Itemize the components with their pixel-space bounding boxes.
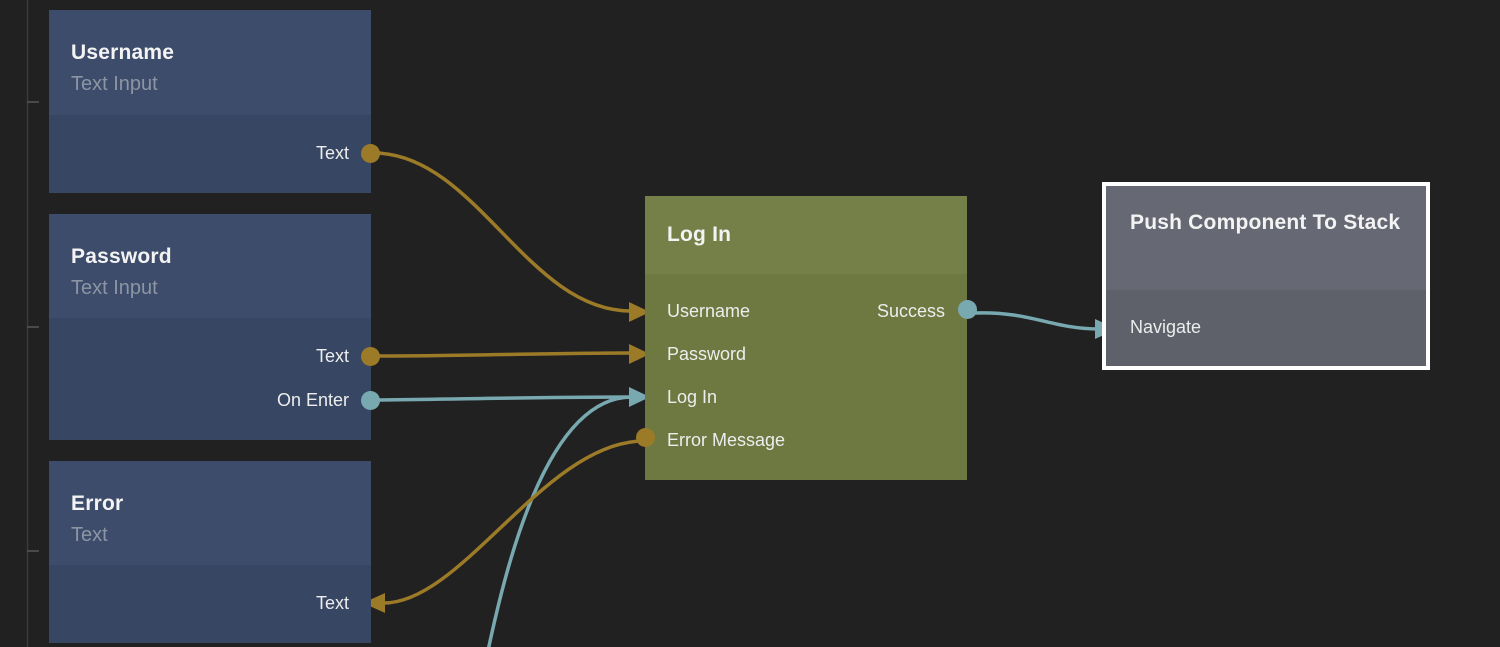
node-title: Password — [71, 245, 172, 268]
arrowhead-login-username-input[interactable] — [629, 302, 650, 322]
arrowhead-login-password-input[interactable] — [629, 344, 650, 364]
wire-password-text-to-login-password[interactable] — [378, 351, 632, 358]
node-subtitle: Text Input — [71, 73, 158, 95]
node-password[interactable]: Password Text Input Text On Enter — [49, 214, 380, 440]
node-error[interactable]: Error Text Text — [49, 461, 371, 643]
node-push-component-to-stack[interactable]: Push Component To Stack Navigate — [1102, 182, 1430, 370]
node-username-ports: Text — [49, 115, 371, 193]
node-login-left-ports: Username Password Log In Error Message — [645, 290, 831, 462]
port-dot-password-text-output[interactable] — [361, 347, 380, 366]
node-error-ports: Text — [49, 565, 371, 643]
arrowhead-login-login-input[interactable] — [629, 387, 650, 407]
node-error-header: Error Text — [49, 461, 371, 565]
node-title: Username — [71, 41, 175, 64]
port-username-text[interactable]: Text — [315, 142, 349, 163]
node-login-header: Log In — [645, 196, 967, 274]
wire-login-errormessage-to-error-text[interactable] — [383, 439, 643, 605]
node-subtitle: Text Input — [71, 277, 158, 299]
node-password-header: Password Text Input — [49, 214, 371, 318]
node-title: Error — [71, 492, 124, 515]
port-dot-password-onenter-output[interactable] — [361, 391, 380, 410]
node-password-ports: Text On Enter — [49, 318, 371, 440]
port-login-login[interactable]: Log In — [667, 387, 718, 407]
node-push-ports: Navigate — [1106, 290, 1426, 366]
port-dot-login-errormessage-output[interactable] — [636, 428, 655, 447]
wire-password-onenter-to-login-login[interactable] — [378, 395, 632, 402]
port-login-password[interactable]: Password — [667, 344, 747, 364]
arrowhead-error-text-input[interactable] — [363, 593, 385, 613]
node-title: Log In — [667, 223, 732, 246]
node-username-header: Username Text Input — [49, 10, 371, 115]
node-title: Push Component To Stack — [1130, 211, 1401, 234]
node-login-ports: Username Password Log In Error Message S… — [645, 274, 967, 480]
port-error-text[interactable]: Text — [315, 592, 349, 613]
port-login-username[interactable]: Username — [667, 301, 751, 321]
node-push-header: Push Component To Stack — [1106, 186, 1426, 290]
port-password-text[interactable]: Text — [315, 345, 349, 366]
node-username[interactable]: Username Text Input Text — [49, 10, 380, 193]
node-subtitle: Text — [71, 524, 108, 546]
wire-username-text-to-login-username[interactable] — [377, 151, 632, 313]
node-login[interactable]: Log In Username Password Log In Error Me… — [636, 196, 977, 480]
wire-login-success-to-push-navigate[interactable] — [974, 311, 1100, 331]
port-dot-login-success-output[interactable] — [958, 300, 977, 319]
port-login-error-message[interactable]: Error Message — [667, 430, 786, 450]
port-push-navigate[interactable]: Navigate — [1130, 316, 1202, 337]
port-password-on-enter[interactable]: On Enter — [276, 389, 349, 410]
node-login-right-ports: Success — [831, 290, 967, 462]
port-login-success[interactable]: Success — [876, 301, 946, 321]
port-dot-username-text-output[interactable] — [361, 144, 380, 163]
